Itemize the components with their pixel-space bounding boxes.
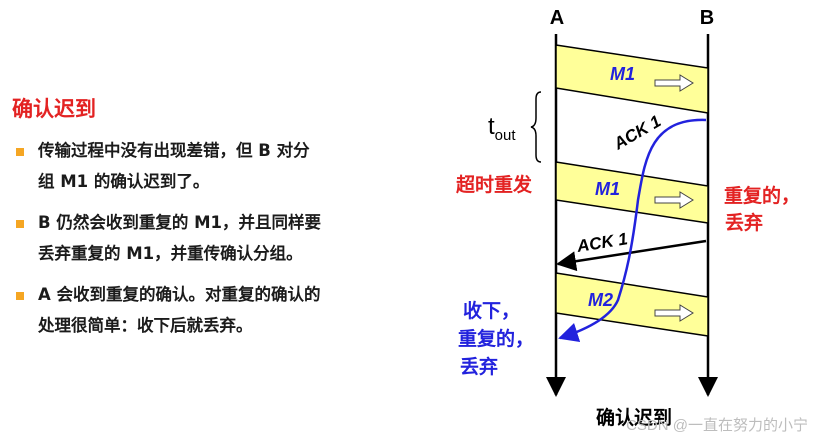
packet-m1 [555, 44, 709, 114]
late-ack-label: ACK 1 [610, 112, 665, 154]
ack-resend-arrow [556, 239, 707, 272]
direction-arrow-icon [654, 74, 694, 92]
bullet-square-icon [16, 292, 24, 300]
direction-arrow-icon [654, 304, 694, 322]
bullet-text-line: B 仍然会收到重复的 M1，并且同样要 [38, 213, 321, 232]
packet-m1-resend [555, 161, 709, 224]
bullet-item: A 会收到重复的确认。对重复的确认的 处理很简单：收下后就丢弃。 [14, 279, 424, 341]
late-ack-curve [558, 118, 707, 343]
bullet-text-line: 传输过程中没有出现差错，但 B 对分 [38, 141, 310, 160]
bullet-square-icon [16, 220, 24, 228]
resend-note: 超时重发 [455, 173, 533, 196]
direction-arrow-icon [654, 191, 694, 209]
timeout-label: tout [488, 113, 516, 144]
bullet-text-line: 丢弃重复的 M1，并重传确认分组。 [38, 244, 303, 263]
page-title: 确认迟到 [12, 97, 96, 121]
receive-note-a: 收下， [463, 299, 520, 322]
duplicate-note-b: 重复的， [724, 184, 800, 207]
packet-m1-resend-label: M1 [595, 179, 620, 199]
bullet-text-line: 处理很简单：收下后就丢弃。 [38, 316, 253, 335]
ack-resend-label: ACK 1 [575, 229, 629, 256]
duplicate-note-a: 重复的， [458, 327, 534, 350]
bullet-text-line: A 会收到重复的确认。对重复的确认的 [38, 285, 321, 304]
diagram-caption: 确认迟到 [596, 406, 672, 429]
discard-note-b: 丢弃 [725, 211, 763, 234]
packet-m2-label: M2 [588, 290, 613, 310]
host-b-label: B [700, 7, 714, 29]
bullet-text-line: 组 M1 的确认迟到了。 [38, 172, 210, 191]
bullet-list: 传输过程中没有出现差错，但 B 对分 组 M1 的确认迟到了。 B 仍然会收到重… [14, 135, 424, 351]
timeout-brace [530, 91, 542, 163]
discard-note-a: 丢弃 [460, 355, 498, 378]
bullet-item: 传输过程中没有出现差错，但 B 对分 组 M1 的确认迟到了。 [14, 135, 424, 197]
bullet-square-icon [16, 148, 24, 156]
bullet-item: B 仍然会收到重复的 M1，并且同样要 丢弃重复的 M1，并重传确认分组。 [14, 207, 424, 269]
host-a-label: A [550, 7, 564, 29]
packet-m2 [555, 272, 709, 337]
watermark: CSDN @一直在努力的小宁 [626, 417, 808, 434]
packet-m1-label: M1 [610, 64, 635, 84]
